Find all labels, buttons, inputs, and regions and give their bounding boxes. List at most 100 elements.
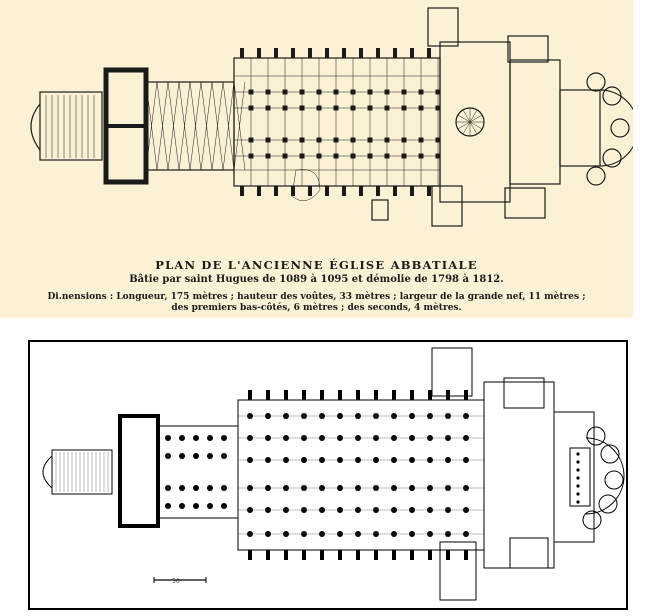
nave-pier [350, 153, 356, 159]
narthex-pier [179, 435, 185, 441]
nave-pier [265, 153, 271, 159]
nave-pier [316, 105, 322, 111]
buttress [464, 390, 468, 400]
crossing-rib [469, 114, 483, 123]
buttress [320, 390, 324, 400]
narthex-pier [165, 453, 171, 459]
buttress [320, 550, 324, 560]
narthex-pier [221, 453, 227, 459]
south-chapel [439, 541, 477, 601]
narthex-pier [193, 435, 199, 441]
buttress [410, 48, 414, 58]
porch-apse [42, 455, 53, 489]
nave-pier [401, 89, 407, 95]
nave-pier [299, 105, 305, 111]
buttress [376, 186, 380, 196]
choir-column [576, 476, 580, 480]
nave-pier [401, 153, 407, 159]
great-transept [483, 381, 555, 569]
minor-transept [553, 411, 595, 543]
buttress [257, 186, 261, 196]
buttress [359, 186, 363, 196]
crossing-rib [469, 121, 478, 135]
nave-pier [418, 137, 424, 143]
nave-pier [299, 137, 305, 143]
nave-pier [401, 105, 407, 111]
nave-pier [333, 105, 339, 111]
nave-pier [350, 89, 356, 95]
narthex-vault [156, 81, 169, 171]
minor-transept-chapel-south [509, 537, 549, 569]
choir [559, 89, 601, 167]
apse [599, 89, 633, 167]
buttress [257, 48, 261, 58]
plan-subtitle: Bâtie par saint Hugues de 1089 à 1095 et… [129, 274, 504, 285]
modern-church-plan-drawing [42, 347, 625, 601]
minor-transept-chapel-south [504, 187, 546, 219]
narthex-pier [165, 435, 171, 441]
narthex-pier [221, 485, 227, 491]
buttress [291, 48, 295, 58]
south-chapel [431, 185, 463, 227]
crossing-rib [469, 121, 483, 130]
crossing-rib [462, 109, 471, 123]
nave-pier [282, 105, 288, 111]
nave-pier [333, 89, 339, 95]
narthex-pier [207, 485, 213, 491]
narthex-pier [207, 435, 213, 441]
narthex-pier [165, 485, 171, 491]
narthex-vault [222, 81, 235, 171]
porch-apse [30, 103, 41, 151]
buttress [302, 390, 306, 400]
nave-pier [248, 153, 254, 159]
buttress [308, 48, 312, 58]
nave-pier [316, 89, 322, 95]
narthex-pier [207, 453, 213, 459]
nave-pier [384, 137, 390, 143]
choir-column [576, 484, 580, 488]
narthex-pier [179, 485, 185, 491]
nave-pier [248, 105, 254, 111]
main-nave [237, 399, 485, 551]
nave-pier [350, 137, 356, 143]
buttress [266, 390, 270, 400]
minor-transept [509, 59, 561, 185]
buttress [393, 48, 397, 58]
choir-column [576, 500, 580, 504]
buttress [446, 550, 450, 560]
narthex-pier [179, 453, 185, 459]
nave-pier [401, 137, 407, 143]
radiating-chapel [582, 510, 602, 530]
plan-title: PLAN DE L'ANCIENNE ÉGLISE ABBATIALE [155, 258, 478, 272]
scale-bar-label: 50 [172, 578, 180, 585]
buttress [356, 390, 360, 400]
radiating-chapel [610, 118, 630, 138]
nave-pier [435, 89, 441, 95]
narthex-pier [207, 503, 213, 509]
nave-pier [435, 105, 441, 111]
narthex-vault [178, 81, 191, 171]
choir-column [576, 468, 580, 472]
plan-dimensions-line-2: des premiers bas-côtés, 6 mètres ; des s… [171, 303, 462, 313]
radiating-chapel [586, 166, 606, 186]
historic-church-plan-drawing [30, 7, 633, 227]
buttress [338, 550, 342, 560]
porch-outline [39, 91, 103, 161]
historic-plan-panel: PLAN DE L'ANCIENNE ÉGLISE ABBATIALE Bâti… [0, 0, 633, 318]
plan-dimensions-line-1: Di.nensions : Longueur, 175 mètres ; hau… [47, 292, 586, 302]
buttress [325, 48, 329, 58]
buttress [284, 550, 288, 560]
nave-pier [418, 105, 424, 111]
nave-pier [248, 137, 254, 143]
buttress [266, 550, 270, 560]
buttress [240, 186, 244, 196]
nave-pier [367, 105, 373, 111]
buttress [274, 48, 278, 58]
radiating-chapel [602, 86, 622, 106]
narthex-pier [193, 485, 199, 491]
choir-column [576, 460, 580, 464]
narthex-vault [211, 81, 224, 171]
west-block [118, 414, 160, 528]
buttress [342, 48, 346, 58]
buttress [374, 390, 378, 400]
